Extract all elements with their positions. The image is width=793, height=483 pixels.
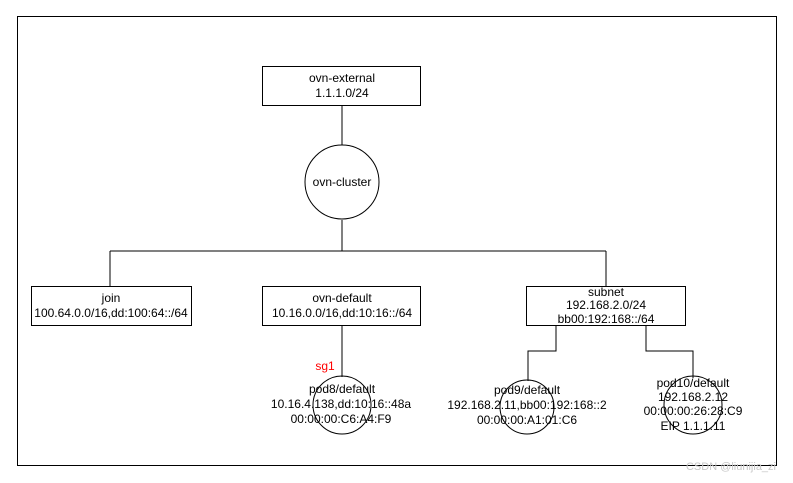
subnet-ipv6: bb00:192:168::/64 [558, 312, 655, 326]
pod9-ip: 192.168.2.11,bb00:192:168::2 [447, 398, 607, 412]
join-cidr: 100.64.0.0/16,dd:100:64::/64 [34, 306, 188, 320]
ovn-default-name: ovn-default [312, 291, 372, 305]
ovn-external-cidr: 1.1.1.0/24 [315, 86, 369, 100]
edge-subnet-to-pod10 [645, 326, 694, 378]
ovn-external-name: ovn-external [309, 71, 375, 85]
subnet-name: subnet [588, 285, 625, 299]
node-join[interactable]: join 100.64.0.0/16,dd:100:64::/64 [31, 286, 192, 326]
edges [109, 106, 694, 381]
pod8-ip: 10.16.4.138,dd:10:16::48a [271, 397, 411, 411]
node-pod10[interactable]: pod10/default 192.168.2.12 00:00:00:26:2… [644, 375, 743, 435]
pod10-eip: EIP 1.1.1.11 [661, 419, 726, 433]
pod8-name: pod8/default [309, 382, 376, 396]
pod8-mac: 00:00:00:C6:A4:F9 [291, 412, 392, 426]
pod9-name: pod9/default [494, 383, 561, 397]
pod10-ip: 192.168.2.12 [658, 390, 728, 404]
edge-subnet-to-pod9 [527, 326, 557, 381]
node-pod8[interactable]: pod8/default 10.16.4.138,dd:10:16::48a 0… [271, 375, 411, 435]
diagram-frame [17, 16, 777, 466]
node-subnet[interactable]: subnet 192.168.2.0/24 bb00:192:168::/64 [526, 285, 686, 326]
watermark: CSDN @liunijia_zi [686, 461, 776, 473]
pod10-name: pod10/default [657, 376, 730, 390]
node-pod9[interactable]: pod9/default 192.168.2.11,bb00:192:168::… [447, 379, 607, 435]
ovn-cluster-name: ovn-cluster [313, 175, 372, 189]
node-ovn-default[interactable]: ovn-default 10.16.0.0/16,dd:10:16::/64 [262, 286, 421, 326]
subnet-ipv4: 192.168.2.0/24 [566, 298, 646, 312]
pod9-mac: 00:00:00:A1:01:C6 [477, 413, 577, 427]
pod10-mac: 00:00:00:26:28:C9 [644, 404, 743, 418]
join-name: join [101, 291, 121, 305]
node-ovn-external[interactable]: ovn-external 1.1.1.0/24 [262, 66, 421, 106]
security-group-label: sg1 [315, 359, 335, 373]
node-ovn-cluster[interactable]: ovn-cluster [304, 144, 380, 220]
ovn-default-cidr: 10.16.0.0/16,dd:10:16::/64 [272, 306, 412, 320]
